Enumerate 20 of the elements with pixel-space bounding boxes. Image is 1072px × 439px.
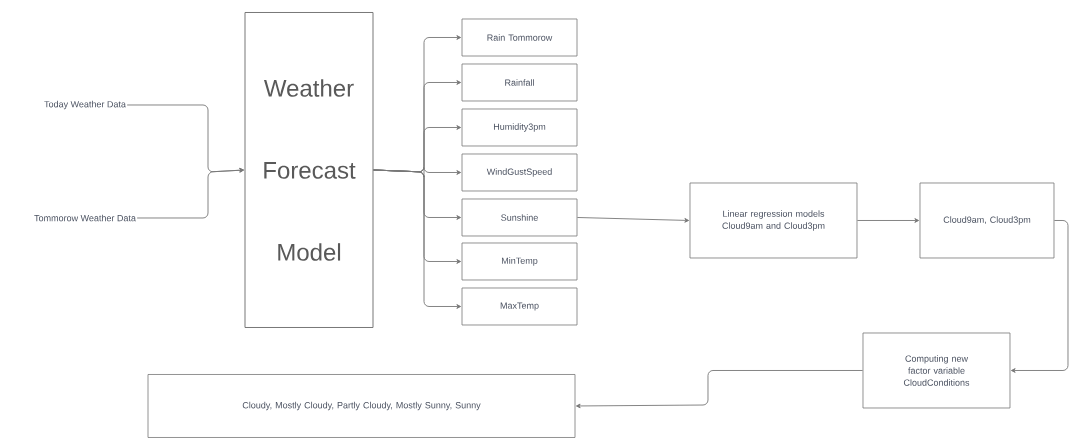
input-label: Today Weather Data [44,100,126,110]
process-box: Cloudy, Mostly Cloudy, Partly Cloudy, Mostly Sunny, Sunny [147,374,576,438]
process-box: WindGustSpeed [461,153,578,192]
arrow [1010,220,1069,373]
process-box: Cloud9am, Cloud3pm [919,182,1055,259]
input-label: Tommorow Weather Data [34,214,136,222]
arrow [575,370,864,409]
process-box: Sunshine [461,198,578,237]
process-box: Rain Tommorow [461,18,578,57]
process-box: Linear regression models Cloud9am and Cloud3pm [689,182,858,259]
process-box: MinTemp [461,242,578,281]
arrow [576,217,690,223]
arrow [373,169,462,309]
process-box: Humidity3pm [461,108,578,147]
arrow [856,218,920,223]
process-box: Rainfall [461,63,578,102]
model-box: Weather Forecast Model [244,12,374,328]
arrow [136,167,244,219]
process-box: Computing new factor variable CloudConditions [862,332,1011,409]
process-box: MaxTemp [461,287,578,326]
